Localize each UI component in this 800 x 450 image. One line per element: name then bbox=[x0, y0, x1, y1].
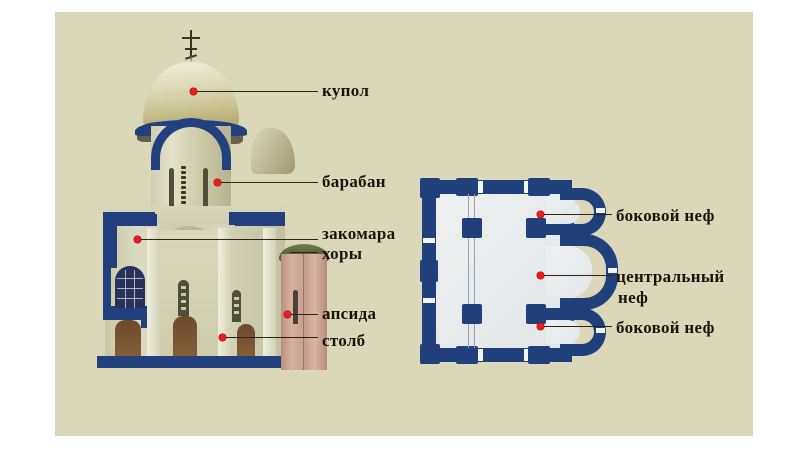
drum-window-right bbox=[203, 168, 208, 216]
label-bokovoy-nef-bottom: боковой неф bbox=[616, 318, 715, 337]
label-centralnyy-nef-line2: неф bbox=[618, 288, 649, 307]
leader-line-stolb bbox=[226, 337, 318, 338]
plan-wall-joint-w2 bbox=[423, 298, 435, 303]
zakomara-band-left bbox=[103, 212, 155, 225]
zakomara-band-right bbox=[229, 212, 285, 225]
leader-line-apsida bbox=[291, 314, 318, 315]
section-cut-wall-left-upper bbox=[103, 222, 117, 268]
leader-line-baraban bbox=[221, 182, 318, 183]
drum-window-left bbox=[169, 168, 174, 216]
church-floor-plan-drawing bbox=[420, 178, 618, 364]
cross-arm-middle-icon bbox=[185, 48, 197, 50]
plan-wall-joint-w1 bbox=[423, 238, 435, 243]
leader-line-zakomara bbox=[141, 239, 318, 240]
plan-apse-joint-n bbox=[596, 208, 605, 213]
plan-buttress-s-mid bbox=[456, 346, 478, 364]
base-plinth bbox=[97, 356, 297, 368]
cross-arm-upper-icon bbox=[182, 37, 200, 39]
label-bokovoy-nef-top: боковой неф bbox=[616, 206, 715, 225]
apse-edge-line bbox=[303, 254, 304, 370]
pilaster-right bbox=[218, 228, 231, 364]
plan-axis-line-a bbox=[468, 194, 469, 348]
plan-buttress-s-mid2 bbox=[528, 346, 550, 364]
label-zakomara: закомара bbox=[322, 224, 396, 243]
label-centralnyy-nef-line1: центральный bbox=[616, 267, 725, 286]
plan-apse-south-fill bbox=[546, 320, 580, 344]
portal-right bbox=[237, 324, 255, 364]
marker-dot-bokovoy-nef-bottom bbox=[537, 323, 544, 330]
plan-wall-joint-n2 bbox=[524, 181, 529, 193]
leader-line-kupol bbox=[197, 91, 318, 92]
plan-axis-line-b bbox=[474, 194, 475, 348]
choir-window-grid bbox=[117, 270, 143, 308]
label-kupol: купол bbox=[322, 81, 370, 100]
label-apsida: апсида bbox=[322, 304, 377, 323]
plan-buttress-w-mid bbox=[420, 260, 438, 282]
section-cut-wall-left-lower bbox=[103, 268, 111, 318]
plan-pier-sw bbox=[462, 304, 482, 324]
label-baraban: барабан bbox=[322, 172, 386, 191]
nave-slit-window bbox=[178, 280, 189, 316]
leader-line-hory bbox=[290, 252, 318, 253]
plan-buttress-n-mid2 bbox=[528, 178, 550, 196]
plan-pier-nw bbox=[462, 218, 482, 238]
plan-buttress-sw bbox=[420, 344, 440, 364]
plan-buttress-nw bbox=[420, 178, 440, 198]
plan-wall-joint-s2 bbox=[524, 349, 529, 361]
plan-pier-se bbox=[526, 304, 546, 324]
marker-dot-centralnyy-nef bbox=[537, 272, 544, 279]
plan-apse-central-fill bbox=[546, 246, 592, 298]
leader-line-bokovoy-nef-bottom bbox=[544, 326, 612, 327]
marker-dot-kupol bbox=[190, 88, 197, 95]
pilaster-left bbox=[147, 228, 160, 364]
plan-apse-joint-s bbox=[596, 328, 605, 333]
marker-dot-bokovoy-nef-top bbox=[537, 211, 544, 218]
marker-dot-apsida bbox=[284, 311, 291, 318]
label-hory: хоры bbox=[322, 244, 363, 263]
plan-apse-joint-c bbox=[608, 268, 617, 273]
plan-wall-joint-s1 bbox=[478, 349, 483, 361]
leader-line-bokovoy-nef-top bbox=[544, 214, 612, 215]
label-stolb: столб bbox=[322, 331, 366, 350]
plan-wall-joint-n1 bbox=[478, 181, 483, 193]
apse-window bbox=[293, 290, 298, 324]
plan-buttress-n-mid bbox=[456, 178, 478, 196]
marker-dot-stolb bbox=[219, 334, 226, 341]
marker-dot-zakomara bbox=[134, 236, 141, 243]
leader-line-centralnyy-nef bbox=[544, 275, 612, 276]
side-slit-window bbox=[232, 290, 241, 322]
dome-shading bbox=[251, 128, 295, 174]
marker-dot-baraban bbox=[214, 179, 221, 186]
plan-apse-north-fill bbox=[546, 200, 580, 224]
pilaster-far-right bbox=[263, 228, 276, 364]
plan-pier-ne bbox=[526, 218, 546, 238]
drum-arch-outline bbox=[151, 118, 231, 170]
section-cut-gallery-floor bbox=[103, 306, 149, 320]
choir-gallery-window bbox=[115, 266, 145, 308]
church-elevation-drawing bbox=[85, 18, 335, 370]
